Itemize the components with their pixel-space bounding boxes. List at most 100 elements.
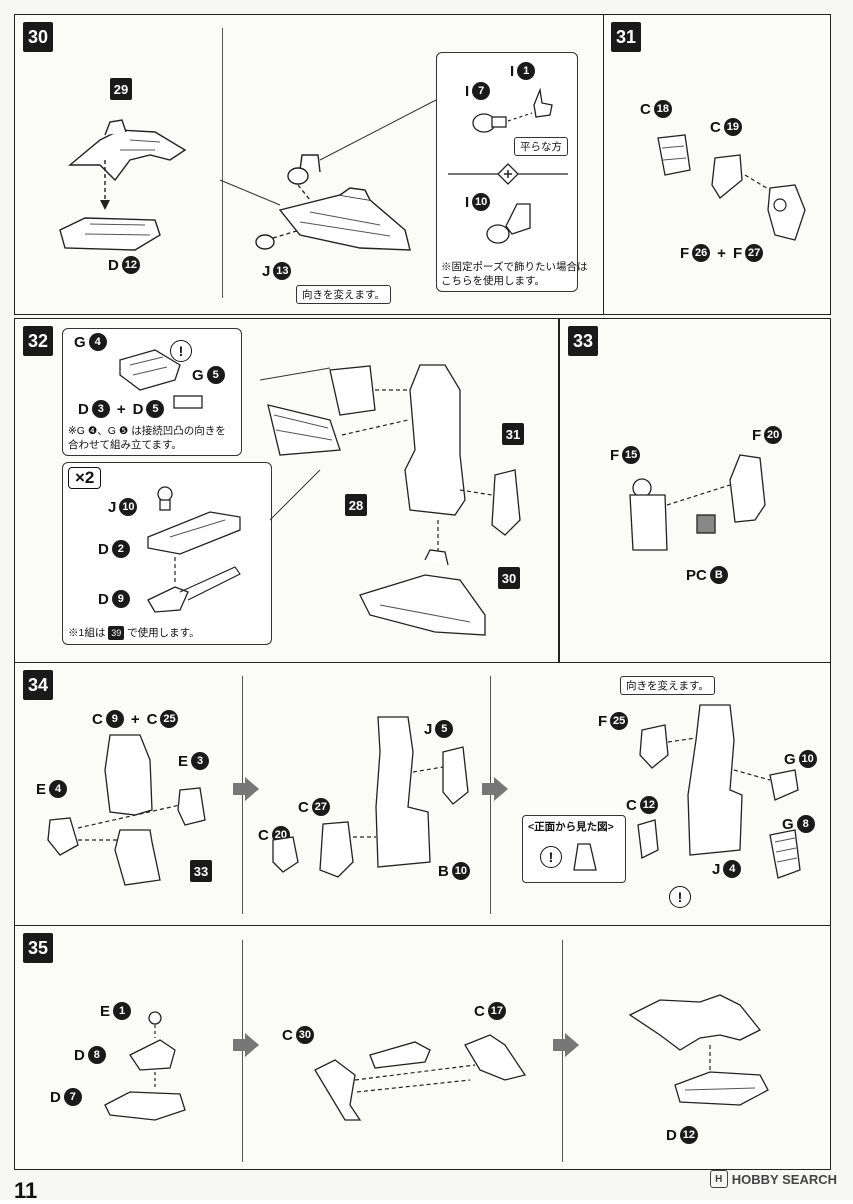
- step-33-panel: [559, 318, 831, 663]
- step-number-34: 34: [23, 670, 53, 700]
- part-drawing-j4-front: [573, 843, 597, 871]
- note-pre: ※1組は: [68, 627, 106, 639]
- part-drawing-c-plates: [657, 134, 806, 241]
- note-line-1: ※G ❹、G ❺ は接続凹凸の向きを: [68, 425, 226, 437]
- part-drawing-d2-d9: [147, 486, 241, 613]
- note-connection: ※G ❹、G ❺ は接続凹凸の向きを合わせて組み立てます。: [68, 424, 226, 452]
- part-drawing-toe-assembly: [314, 1034, 527, 1121]
- note-fixed-pose: ※固定ポーズで飾りたい場合はこちらを使用します。: [441, 260, 587, 288]
- step-number-32: 32: [23, 326, 53, 356]
- part-drawing-g4: [119, 349, 181, 391]
- note-one-set: ※1組は 39 で使用します。: [68, 626, 200, 640]
- part-drawing-claw: [68, 119, 187, 182]
- front-view-label: <正面から見た図>: [528, 821, 614, 833]
- caution-icon-j4: !: [669, 886, 691, 908]
- watermark-text: HOBBY SEARCH: [731, 1171, 837, 1187]
- step-number-35: 35: [23, 933, 53, 963]
- note-line-2: こちらを使用します。: [441, 275, 545, 287]
- step-number-33: 33: [568, 326, 598, 356]
- ref-step-31: 31: [502, 423, 524, 445]
- part-drawing-leg-main: [259, 364, 521, 636]
- ref-39: 39: [108, 626, 125, 640]
- ref-step-28: 28: [345, 494, 367, 516]
- step-34-divider-1: [242, 676, 243, 914]
- guide-arrow: [100, 160, 110, 210]
- part-drawing-knee: [47, 734, 206, 886]
- note-line-1: ※固定ポーズで飾りたい場合は: [441, 261, 588, 273]
- step-number-31: 31: [611, 22, 641, 52]
- front-view-box: [522, 815, 626, 883]
- part-drawing-foot-final: [628, 994, 769, 1106]
- note-post: で使用します。: [127, 627, 200, 639]
- part-drawing-joint-i: [472, 87, 553, 133]
- flow-arrow-body-2: [482, 783, 494, 795]
- flow-arrow-3: [245, 1033, 259, 1057]
- part-drawing-g5: [173, 395, 203, 409]
- ref-step-33: 33: [190, 860, 212, 882]
- step-35-divider-1: [242, 940, 243, 1162]
- part-drawing-leg-mid: [272, 716, 469, 878]
- step-30-divider: [222, 28, 223, 298]
- quantity-badge: ×2: [68, 467, 102, 489]
- flow-arrow-body-3: [233, 1039, 245, 1051]
- alternative-divider: [448, 163, 568, 185]
- page-number: 11: [14, 1178, 38, 1203]
- watermark-logo-icon: H: [709, 1170, 728, 1188]
- ref-step-29: 29: [110, 78, 132, 100]
- caution-icon: !: [170, 340, 192, 362]
- part-drawing-hip: [629, 454, 766, 551]
- step-35-divider-2: [562, 940, 563, 1162]
- callout-flat-side: 平らな方: [514, 137, 568, 156]
- flow-arrow-4: [565, 1033, 579, 1057]
- ref-step-30: 30: [498, 567, 520, 589]
- caution-icon-front: !: [540, 846, 562, 868]
- note-line-2: 合わせて組み立てます。: [68, 439, 182, 451]
- part-drawing-fixed-joint: [486, 203, 531, 244]
- flow-arrow-body-1: [233, 783, 245, 795]
- callout-change-direction: 向きを変えます。: [296, 285, 391, 304]
- callout-change-direction-2: 向きを変えます。: [620, 676, 715, 695]
- step-34-divider-2: [490, 676, 491, 914]
- leader-lines: [219, 99, 437, 206]
- part-drawing-foot: [104, 1011, 186, 1121]
- part-drawing-leg-final: [637, 704, 801, 879]
- flow-arrow-2: [494, 777, 508, 801]
- part-drawing-base: [59, 217, 161, 251]
- flow-arrow-1: [245, 777, 259, 801]
- step-number-30: 30: [23, 22, 53, 52]
